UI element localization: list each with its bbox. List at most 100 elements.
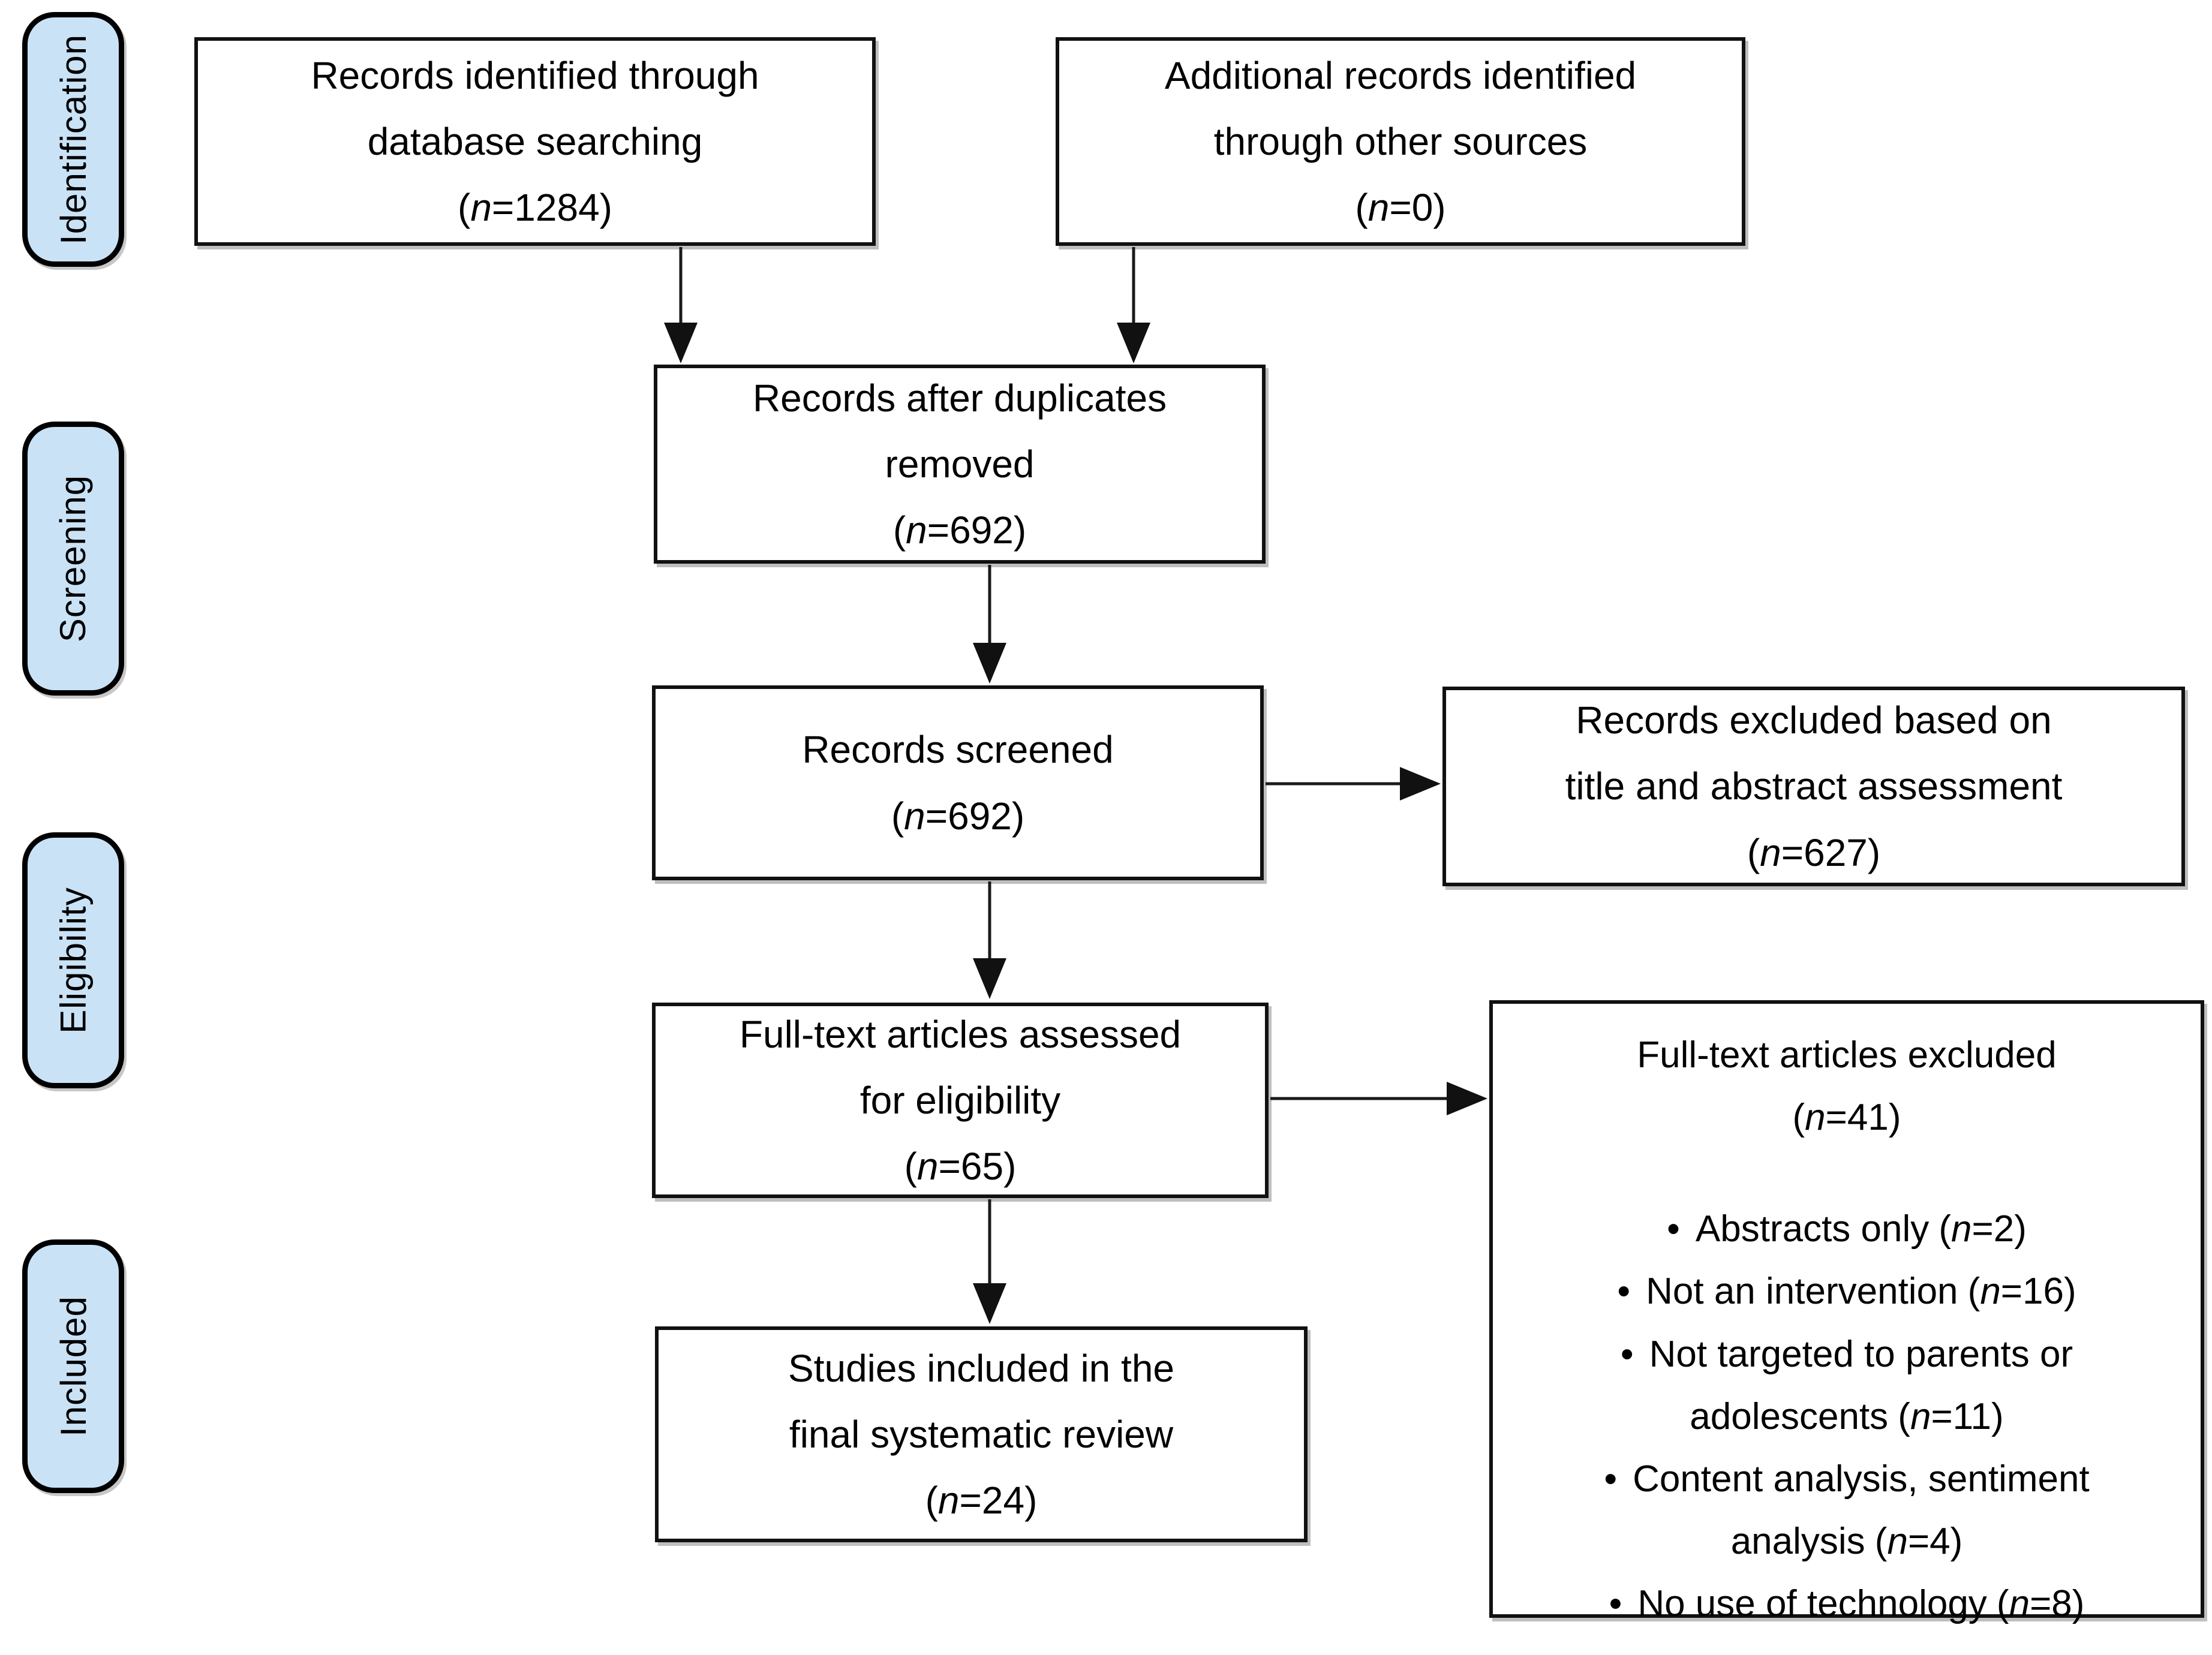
arrow-identified-to-dedup xyxy=(664,247,698,363)
box-text-line: Records screened xyxy=(802,728,1114,772)
bullet-icon: • xyxy=(1667,1208,1680,1250)
equals-sign: = xyxy=(1907,1521,1930,1563)
box-count: (n=41) xyxy=(1793,1087,1901,1149)
n-value: 65 xyxy=(960,1145,1004,1188)
bullet-icon: • xyxy=(1604,1458,1618,1500)
paren-close: ) xyxy=(2014,1208,2027,1250)
arrow-dedup-to-screened xyxy=(973,565,1006,684)
n-value: 692 xyxy=(948,794,1012,838)
box-text-line: final systematic review xyxy=(789,1412,1174,1456)
box-text-line: for eligibility xyxy=(859,1078,1061,1122)
reason-text: Content analysis, sentiment analysis xyxy=(1633,1458,2090,1563)
n-var: n xyxy=(1368,186,1390,230)
paren-open: ( xyxy=(1355,186,1368,230)
paren-open: ( xyxy=(1874,1521,1888,1563)
paren-close: ) xyxy=(599,186,612,230)
box-text-line: Records excluded based on xyxy=(1576,699,2052,742)
arrow-fulltext-to-excluded xyxy=(1270,1082,1487,1115)
bullet-icon: • xyxy=(1617,1271,1631,1313)
paren-close: ) xyxy=(1867,830,1881,874)
box-text-line: removed xyxy=(885,442,1035,486)
flow-box-duplicates-removed: Records after duplicates removed (n=692) xyxy=(654,365,1266,564)
paren-close: ) xyxy=(2063,1271,2076,1313)
paren-close: ) xyxy=(1011,794,1025,838)
arrow-screened-to-excluded xyxy=(1266,767,1441,801)
n-value: 16 xyxy=(2022,1271,2064,1313)
n-var: n xyxy=(1887,1521,1908,1563)
reason-text: No use of technology xyxy=(1637,1583,1987,1625)
n-var: n xyxy=(2009,1583,2030,1625)
box-count: (n=627) xyxy=(1747,820,1880,886)
flow-box-records-identified: Records identified through database sear… xyxy=(194,37,876,246)
reason-count: (n=2) xyxy=(1938,1208,2027,1250)
equals-sign: = xyxy=(2000,1271,2023,1313)
stage-label: Identification xyxy=(53,34,94,245)
n-var: n xyxy=(906,508,927,552)
paren-close: ) xyxy=(1950,1521,1963,1563)
stage-label: Eligibility xyxy=(53,887,94,1034)
paren-open: ( xyxy=(892,508,906,552)
box-count: (n=1284) xyxy=(458,174,612,240)
paren-open: ( xyxy=(1747,830,1760,874)
reason-text: Not an intervention xyxy=(1646,1271,1958,1313)
box-text-line: Full-text articles excluded xyxy=(1637,1034,2057,1076)
n-var: n xyxy=(1980,1271,2001,1313)
reason-count: (n=16) xyxy=(1968,1271,2076,1312)
n-value: 627 xyxy=(1804,830,1868,874)
stage-label: Screening xyxy=(53,474,94,643)
reason-text: Abstracts only xyxy=(1695,1208,1930,1250)
box-count: (n=0) xyxy=(1355,174,1445,240)
exclusion-reason-list: •Abstracts only(n=2) •Not an interventio… xyxy=(1510,1198,2184,1635)
equals-sign: = xyxy=(491,186,515,230)
paren-open: ( xyxy=(1996,1583,2009,1625)
reason-count: (n=11) xyxy=(1898,1396,2003,1437)
paren-open: ( xyxy=(891,794,904,838)
paren-open: ( xyxy=(925,1479,938,1522)
box-text-line: title and abstract assessment xyxy=(1565,765,2063,808)
n-value: 1284 xyxy=(514,186,600,230)
equals-sign: = xyxy=(1971,1208,1994,1250)
paren-close: ) xyxy=(1991,1395,2004,1437)
equals-sign: = xyxy=(938,1145,961,1188)
reason-count: (n=8) xyxy=(1997,1583,2085,1624)
n-var: n xyxy=(904,794,925,838)
reason-count: (n=4) xyxy=(1875,1521,1963,1562)
bullet-icon: • xyxy=(1609,1583,1622,1625)
equals-sign: = xyxy=(1825,1097,1847,1139)
paren-open: ( xyxy=(1898,1395,1910,1437)
box-text-line: Records after duplicates xyxy=(752,376,1167,420)
arrow-fulltext-to-included xyxy=(973,1199,1006,1324)
equals-sign: = xyxy=(927,508,950,552)
bullet-icon: • xyxy=(1620,1333,1634,1375)
box-text-line: through other sources xyxy=(1213,119,1588,163)
exclusion-reason-item: • No use of technology(n=8) xyxy=(1510,1573,2184,1635)
paren-open: ( xyxy=(904,1145,917,1188)
flow-box-fulltext-excluded: Full-text articles excluded (n=41) •Abst… xyxy=(1489,1000,2204,1624)
exclusion-reason-item: • Abstracts only(n=2) xyxy=(1510,1198,2184,1260)
flow-box-studies-included: Studies included in the final systematic… xyxy=(655,1326,1308,1542)
n-value: 2 xyxy=(1993,1208,2015,1250)
arrow-additional-to-dedup xyxy=(1117,247,1150,363)
n-value: 0 xyxy=(1411,186,1433,230)
n-value: 41 xyxy=(1847,1097,1889,1139)
n-var: n xyxy=(470,186,492,230)
stage-identification: Identification xyxy=(22,12,124,267)
n-value: 8 xyxy=(2051,1583,2072,1625)
flow-box-fulltext-assessed: Full-text articles assessed for eligibil… xyxy=(652,1003,1269,1198)
arrow-screened-to-fulltext xyxy=(973,881,1006,999)
equals-sign: = xyxy=(925,794,948,838)
equals-sign: = xyxy=(959,1479,982,1522)
exclusion-reason-item: • Content analysis, sentiment analysis(n=… xyxy=(1510,1448,2184,1573)
n-var: n xyxy=(1805,1097,1826,1139)
paren-close: ) xyxy=(1024,1479,1038,1522)
n-var: n xyxy=(1760,830,1781,874)
flow-box-additional-records: Additional records identified through ot… xyxy=(1056,37,1745,246)
paren-close: ) xyxy=(1003,1145,1017,1188)
box-text-line: Records identified through xyxy=(311,53,759,97)
paren-close: ) xyxy=(1013,508,1027,552)
paren-open: ( xyxy=(1938,1208,1952,1250)
exclusion-reason-item: •Not targeted to parents or adolescents(… xyxy=(1510,1323,2184,1448)
stage-label: Included xyxy=(53,1296,94,1437)
stage-screening: Screening xyxy=(22,422,124,696)
